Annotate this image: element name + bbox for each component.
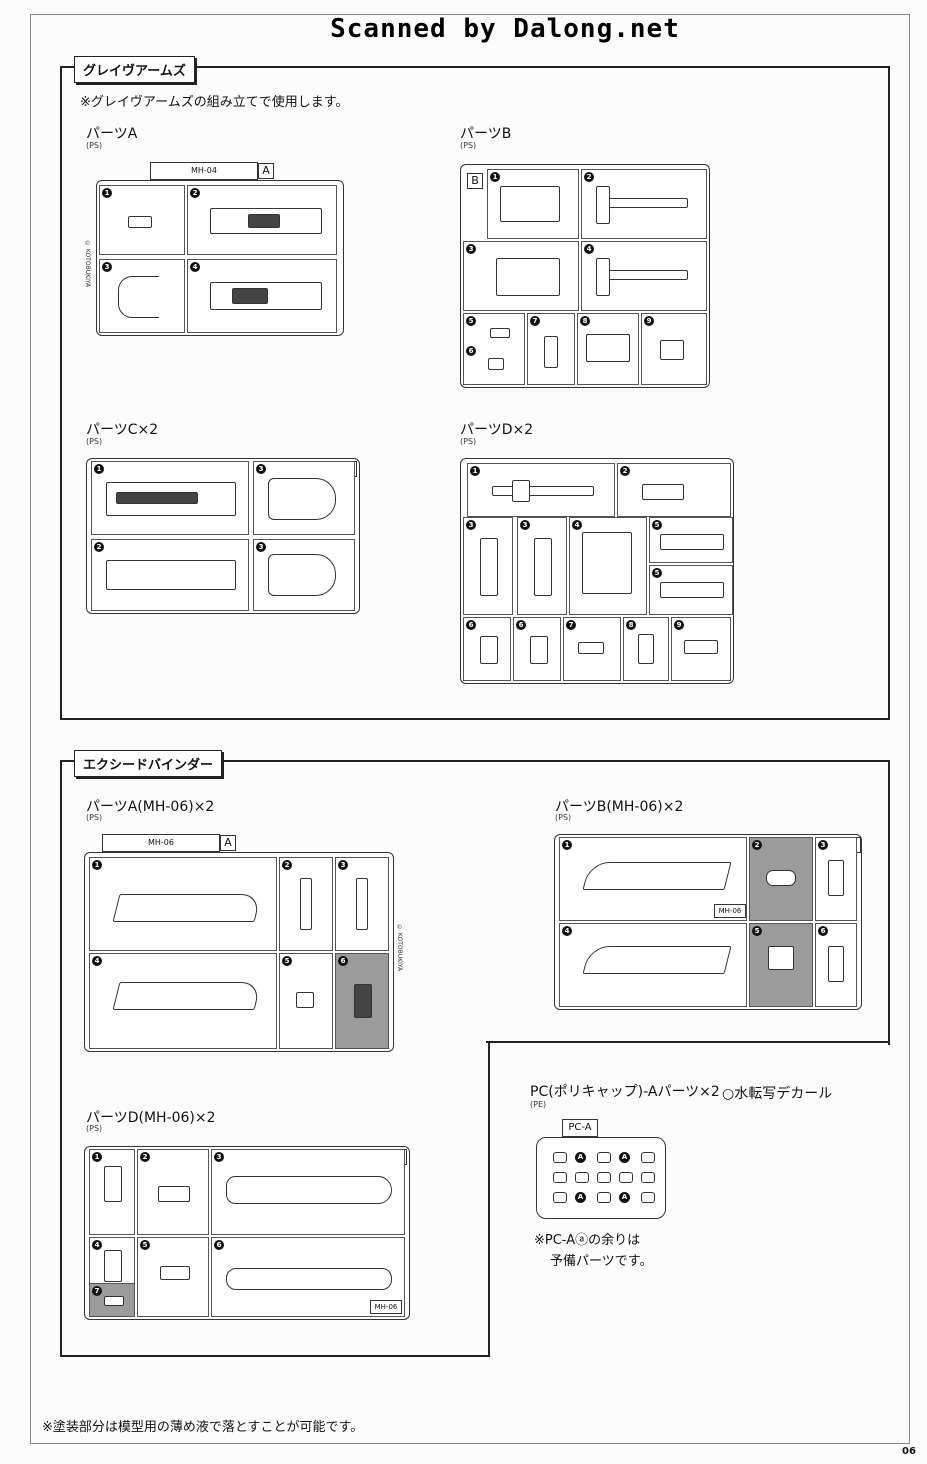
exceed-part-d-label: パーツD(MH-06)×2 xyxy=(86,1110,216,1126)
runner-exceed-b-cell-6: 6 xyxy=(815,923,857,1007)
runner-exceed-b-cell-1: 1 MH-06 xyxy=(559,837,747,921)
runner-c-cell-3b: 3 xyxy=(253,539,355,611)
runner-d-cell-5a: 5 xyxy=(649,517,733,563)
runner-d-cell-3b: 3 xyxy=(517,517,567,615)
exceed-part-a-material: (PS) xyxy=(86,813,103,822)
runner-d: D 1 2 3 3 4 5 5 6 6 7 8 9 xyxy=(460,458,734,684)
section-grave-arms-title: グレイヴアームズ xyxy=(74,56,195,83)
part-b-material: (PS) xyxy=(460,141,477,150)
section-exceed-binder-title: エクシードバインダー xyxy=(74,750,223,777)
decal-label: ○水転写デカール xyxy=(722,1086,833,1102)
runner-exceed-a: 1 2 3 4 5 6 xyxy=(84,852,394,1052)
runner-d-cell-6b: 6 xyxy=(513,617,561,681)
exceed-part-b-material: (PS) xyxy=(555,813,572,822)
runner-exceed-d-cell-7: 7 xyxy=(89,1283,135,1317)
part-a-material: (PS) xyxy=(86,141,103,150)
runner-exceed-d-cell-1: 1 xyxy=(89,1149,135,1235)
runner-exceed-d: D 1 2 3 4 7 5 6 MH-06 xyxy=(84,1146,410,1320)
exceed-part-a-runner-code: MH-06 xyxy=(102,834,220,852)
runner-exceed-d-cell-2: 2 xyxy=(137,1149,209,1235)
exceed-part-b-label: パーツB(MH-06)×2 xyxy=(555,799,684,815)
runner-a-cell-2: 2 xyxy=(187,185,337,255)
runner-d-cell-5b: 5 xyxy=(649,565,733,615)
part-a-letter: A xyxy=(258,163,274,179)
runner-exceed-b-cell-3: 3 xyxy=(815,837,857,921)
runner-b-cell-2: 2 xyxy=(581,169,707,239)
runner-c-cell-1: 1 xyxy=(91,461,249,535)
runner-d-cell-2: 2 xyxy=(617,463,731,517)
runner-b-cell-1: 1 xyxy=(487,169,579,239)
copyright-runner-exceed-a: © KOTOBUKIYA xyxy=(396,924,403,972)
runner-pc-a: A A A A xyxy=(536,1137,666,1219)
exceed-part-a-letter: A xyxy=(220,835,236,851)
runner-d-cell-1: 1 xyxy=(467,463,615,517)
runner-a-cell-3: 3 xyxy=(99,259,185,333)
runner-exceed-d-cell-5: 5 xyxy=(137,1237,209,1317)
runner-a-cell-4: 4 xyxy=(187,259,337,333)
part-d-material: (PS) xyxy=(460,437,477,446)
runner-exceed-b-code: MH-06 xyxy=(714,904,746,918)
copyright-runner-a: © KOTOBUKIYA xyxy=(84,240,91,288)
section-divider xyxy=(486,1041,888,1043)
runner-exceed-a-cell-3: 3 xyxy=(335,857,389,951)
runner-b: B 1 2 3 4 5 6 7 8 9 xyxy=(460,164,710,388)
part-a-label: パーツA xyxy=(86,126,138,142)
pc-a-label: PC(ポリキャップ)-Aパーツ×2 xyxy=(530,1084,720,1100)
runner-exceed-b-cell-4: 4 xyxy=(559,923,747,1007)
pc-a-runner-code: PC-A xyxy=(562,1119,598,1137)
runner-exceed-a-cell-4: 4 xyxy=(89,953,277,1049)
runner-exceed-b: B 1 MH-06 2 3 4 5 6 xyxy=(554,834,862,1010)
runner-b-letter: B xyxy=(467,173,483,189)
runner-exceed-b-cell-2: 2 xyxy=(749,837,813,921)
runner-c-cell-3a: 3 xyxy=(253,461,355,535)
pc-a-spare-note-1: ※PC-Aⓐの余りは xyxy=(534,1233,641,1248)
runner-a-cell-1: 1 xyxy=(99,185,185,255)
pc-a-material: (PE) xyxy=(530,1100,547,1109)
runner-exceed-b-cell-5: 5 xyxy=(749,923,813,1007)
runner-exceed-d-code: MH-06 xyxy=(370,1300,402,1314)
runner-d-cell-8: 8 xyxy=(623,617,669,681)
runner-d-cell-9: 9 xyxy=(671,617,731,681)
runner-c: C 1 3 2 3 xyxy=(86,458,360,614)
part-c-label: パーツC×2 xyxy=(86,422,159,438)
runner-d-cell-4: 4 xyxy=(569,517,647,615)
part-a-runner-code: MH-04 xyxy=(150,162,258,180)
runner-c-cell-2: 2 xyxy=(91,539,249,611)
runner-b-cell-8: 8 xyxy=(577,313,639,385)
exceed-part-d-material: (PS) xyxy=(86,1124,103,1133)
exceed-part-a-label: パーツA(MH-06)×2 xyxy=(86,799,215,815)
runner-exceed-a-cell-5: 5 xyxy=(279,953,333,1049)
runner-b-cell-3: 3 xyxy=(463,241,579,311)
pc-a-spare-note-2: 予備パーツです。 xyxy=(550,1254,653,1269)
runner-b-cell-4: 4 xyxy=(581,241,707,311)
runner-b-cell-5-6: 5 6 xyxy=(463,313,525,385)
scan-credit: Scanned by Dalong.net xyxy=(330,14,680,44)
runner-d-cell-3a: 3 xyxy=(463,517,513,615)
runner-b-cell-9: 9 xyxy=(641,313,707,385)
runner-exceed-d-cell-6: 6 MH-06 xyxy=(211,1237,405,1317)
runner-a: 1 2 3 4 xyxy=(96,180,344,336)
runner-b-cell-7: 7 xyxy=(527,313,575,385)
runner-exceed-a-cell-1: 1 xyxy=(89,857,277,951)
part-b-label: パーツB xyxy=(460,126,512,142)
section-grave-arms-note: ※グレイヴアームズの組み立てで使用します。 xyxy=(80,95,349,110)
runner-d-cell-7: 7 xyxy=(563,617,621,681)
page-number: 06 xyxy=(902,1446,916,1457)
runner-exceed-a-cell-2: 2 xyxy=(279,857,333,951)
page-frame xyxy=(30,14,910,1444)
runner-exceed-a-cell-6: 6 xyxy=(335,953,389,1049)
part-c-material: (PS) xyxy=(86,437,103,446)
runner-exceed-d-cell-3: 3 xyxy=(211,1149,405,1235)
runner-d-cell-6a: 6 xyxy=(463,617,511,681)
part-d-label: パーツD×2 xyxy=(460,422,534,438)
footer-note: ※塗装部分は模型用の薄め液で落とすことが可能です。 xyxy=(42,1420,364,1435)
